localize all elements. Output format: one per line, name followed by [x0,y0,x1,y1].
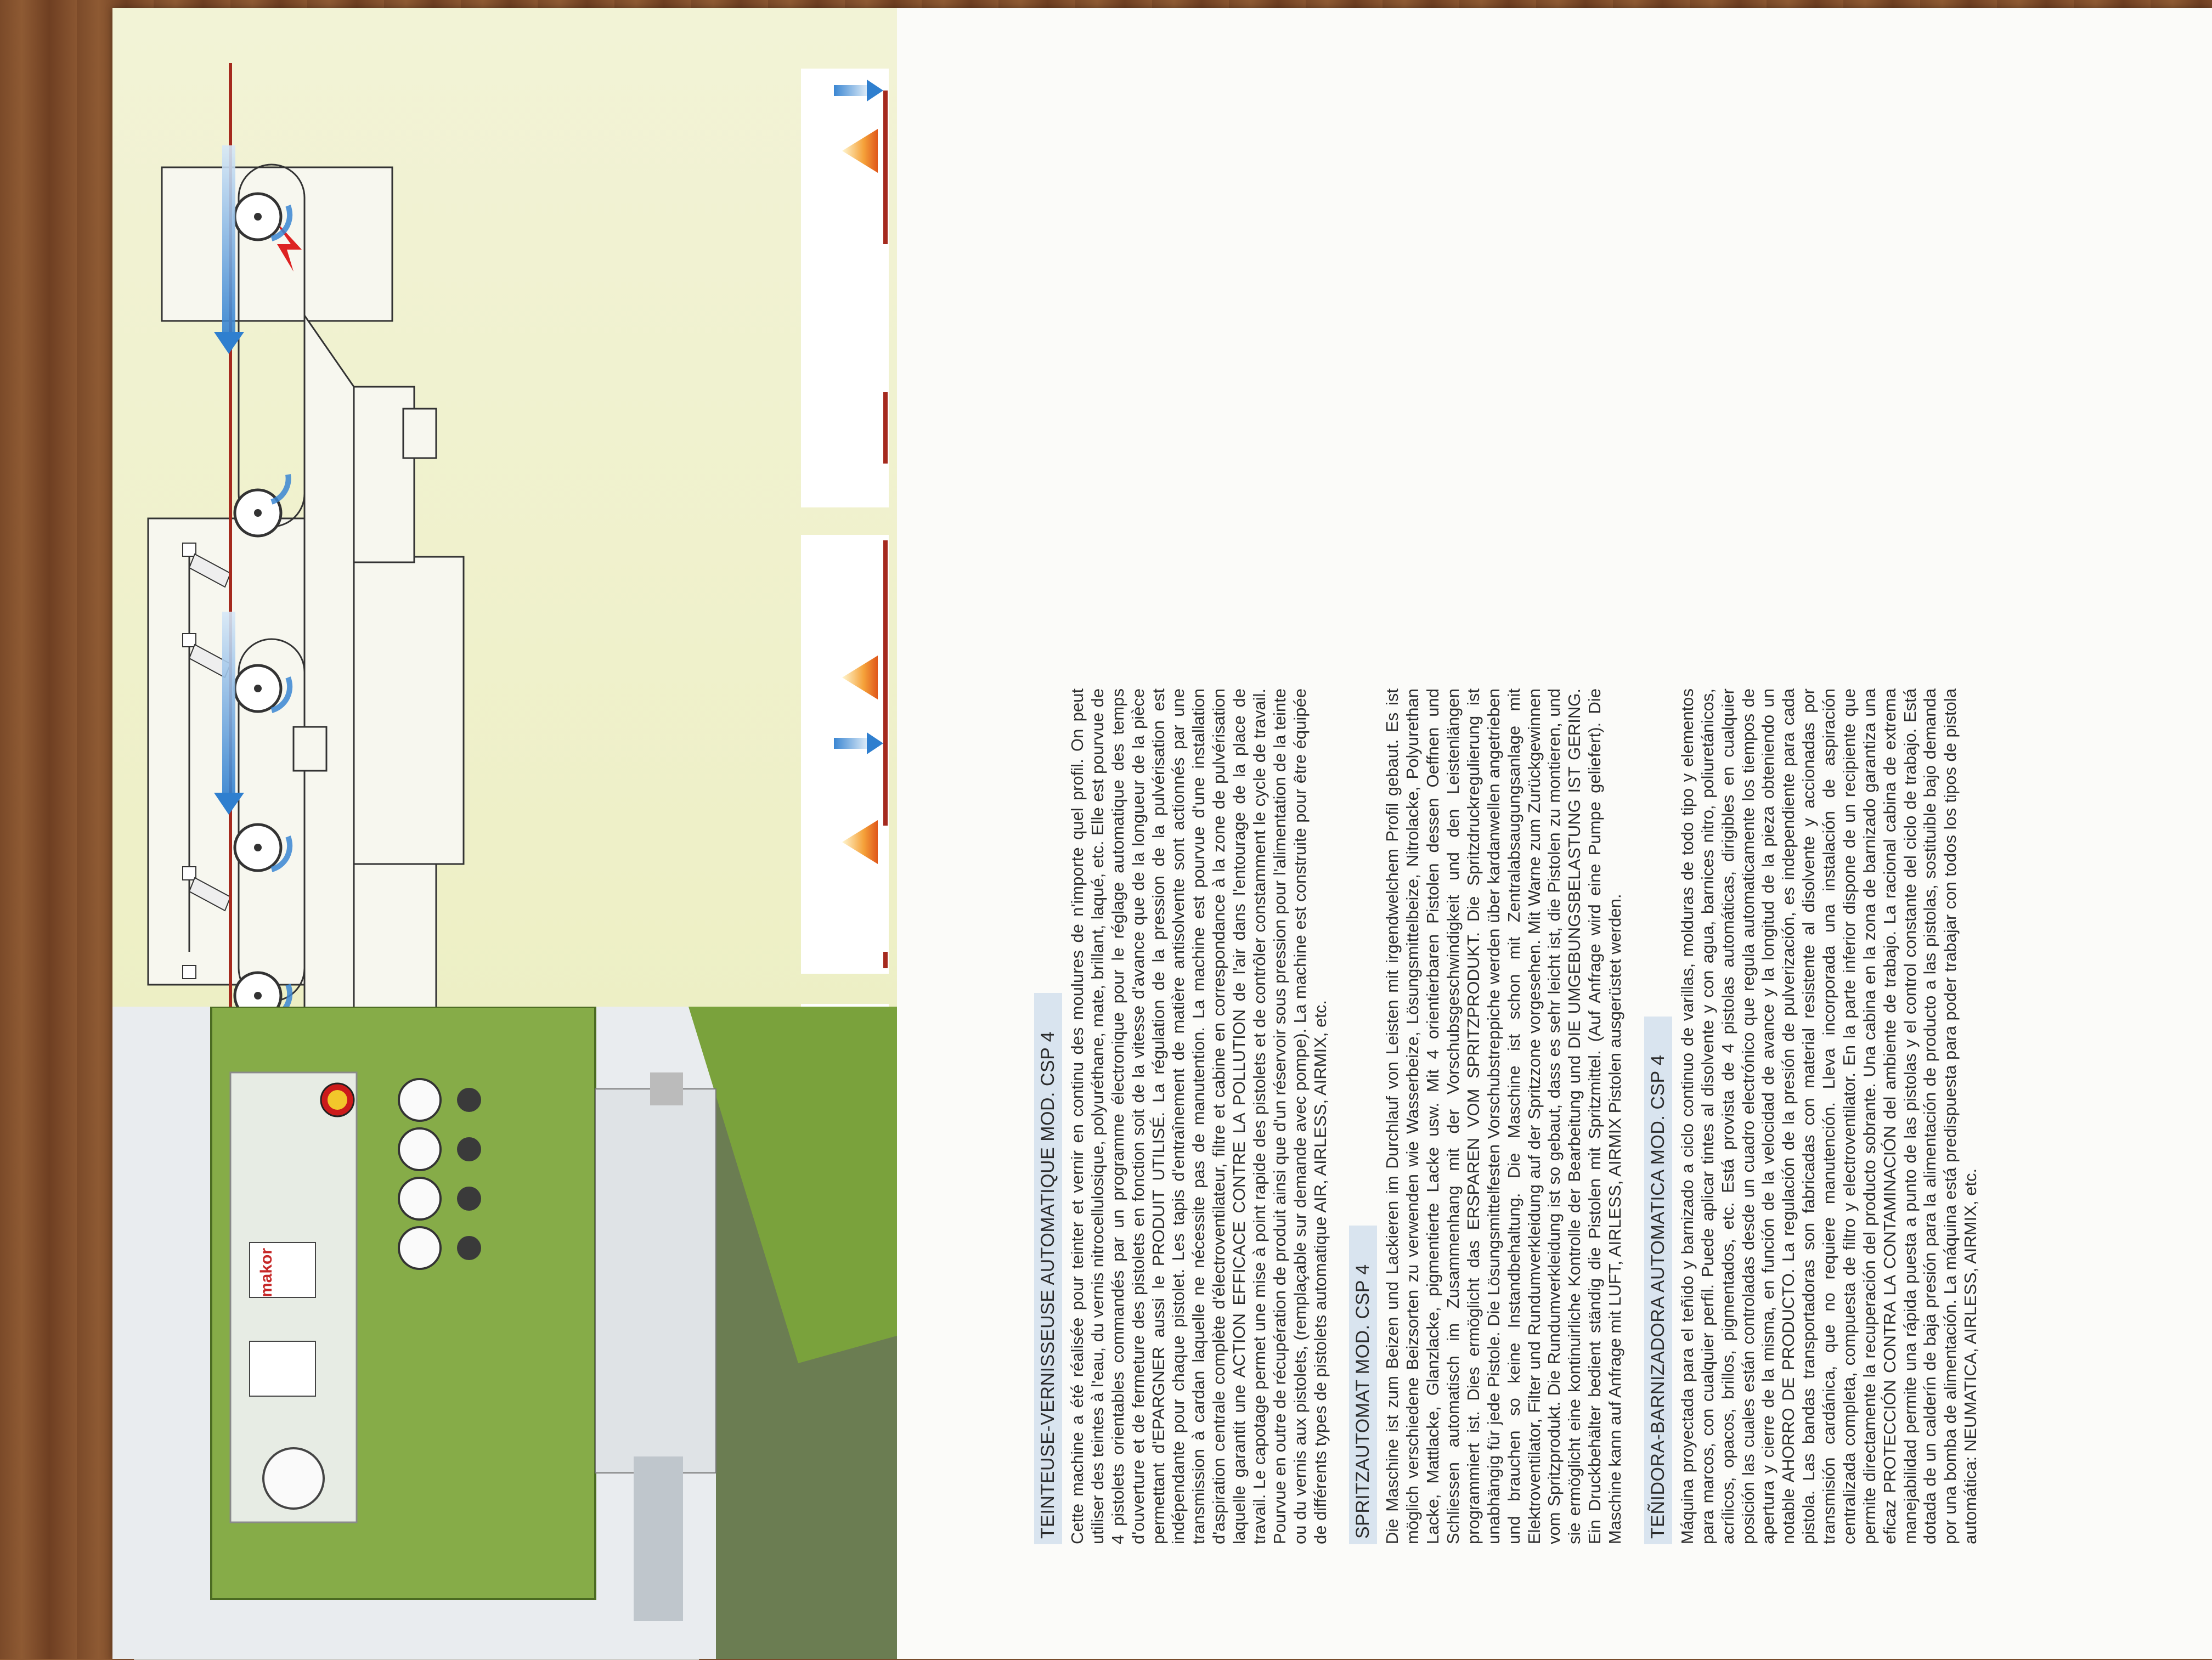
section-body: Máquina proyectada para el teñido y barn… [1677,688,1980,1544]
section-heading: TEINTEUSE-VERNISSEUSE AUTOMATIQUE mod. C… [1034,992,1062,1544]
section-german: SPRITZAUTOMAT mod. CSP 4 Die Maschine is… [1349,85,1626,1544]
description-text: TEINTEUSE-VERNISSEUSE AUTOMATIQUE mod. C… [1034,85,2186,1544]
brand-logo: makor [257,1248,275,1297]
electrical-box [161,166,393,322]
machine-photo: makor [112,1007,897,1659]
lightning-icon [272,217,302,272]
pressure-gauge [262,1447,325,1510]
feed-roller [595,1088,716,1473]
section-french: TEINTEUSE-VERNISSEUSE AUTOMATIQUE mod. C… [1034,85,1330,1544]
spray-gun-icon [182,543,232,979]
machine-diagram [147,63,889,1495]
section-spanish: TEÑIDORA-BARNIZADORA AUTOMATICA mod. CSP… [1644,85,1981,1544]
section-body: Die Maschine ist zum Beizen und Lackiere… [1383,688,1624,1544]
section-heading: SPRITZAUTOMAT mod. CSP 4 [1349,1226,1378,1544]
section-heading: TEÑIDORA-BARNIZADORA AUTOMATICA mod. CSP… [1644,1016,1672,1544]
section-body: Cette machine a été réalisée pour teinte… [1068,688,1330,1544]
diagram-panel [112,8,897,1495]
brochure-page: makor TEINTEUSE-VERNISSEUSE AUTOMATIQUE … [112,8,2212,1659]
